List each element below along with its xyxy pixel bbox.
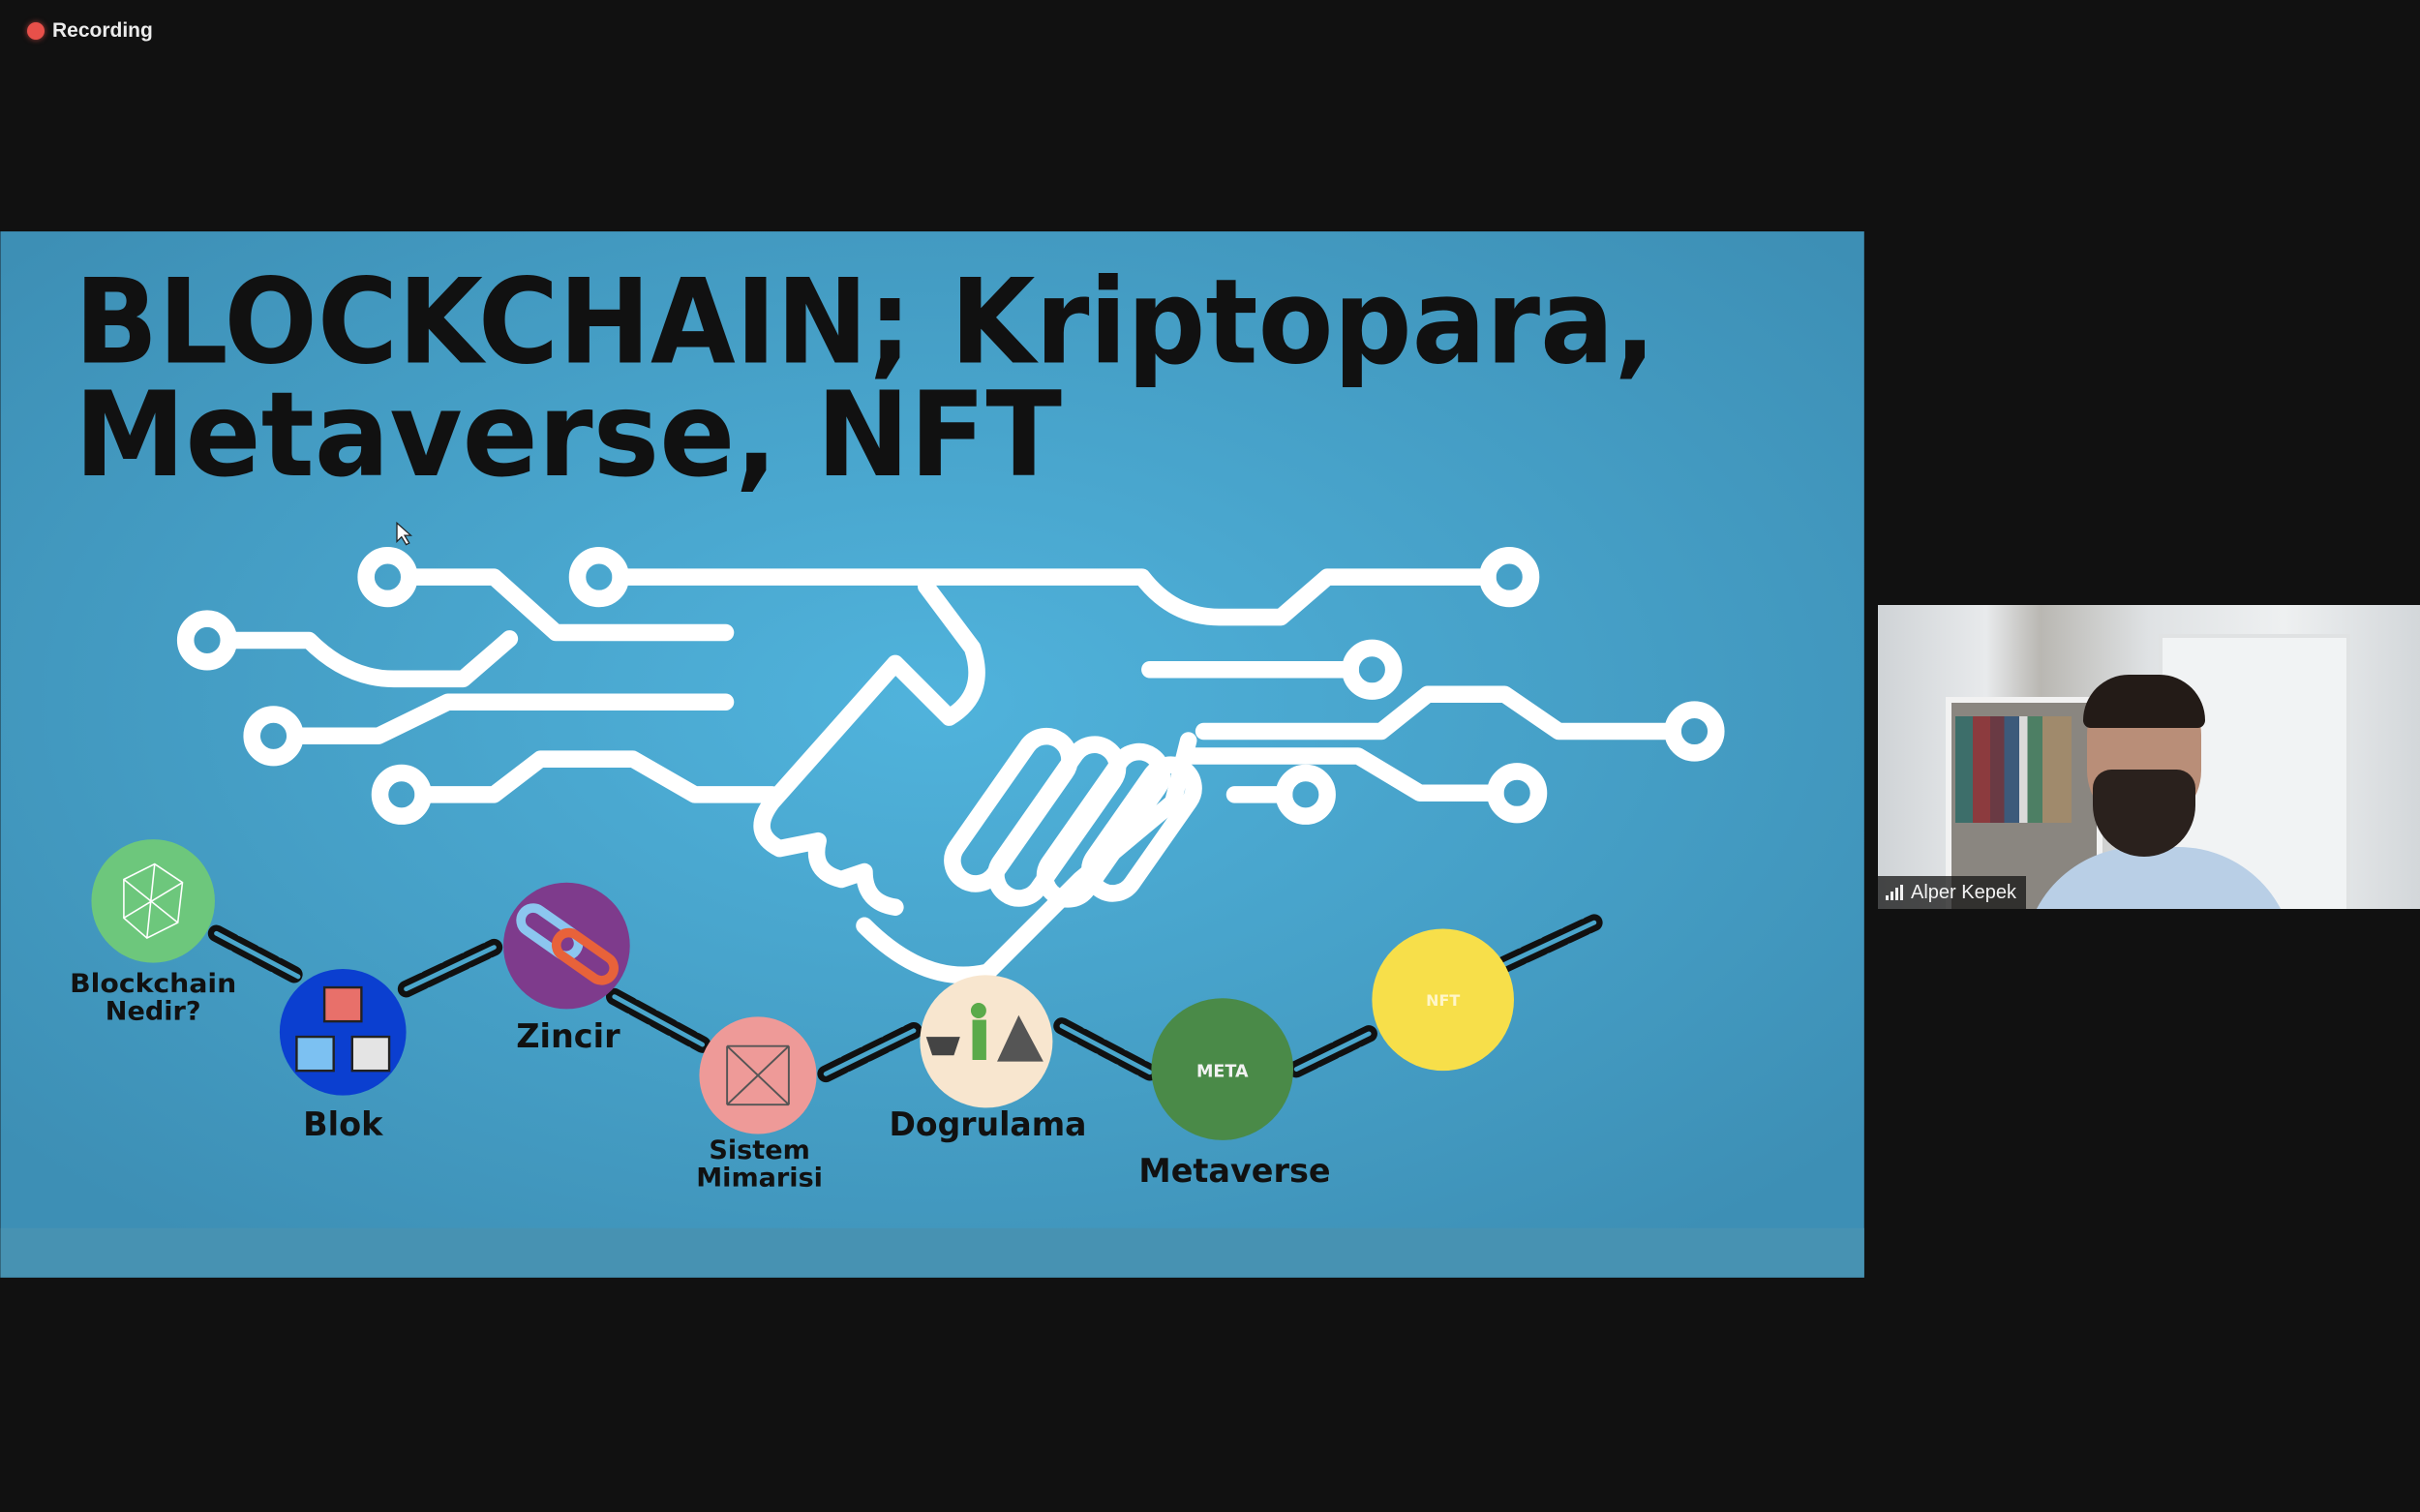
svg-text:Blockchain: Blockchain — [70, 969, 236, 999]
node-metaverse: META Metaverse — [1138, 998, 1331, 1190]
miner-icon — [925, 1003, 1044, 1062]
video-person-beard — [2093, 770, 2195, 857]
participant-name: Alper Kepek — [1911, 881, 2016, 903]
slide-bottom-band — [0, 1227, 1864, 1278]
node-sistem-mimarisi: Sistem Mimarisi — [696, 1016, 823, 1194]
svg-text:Metaverse: Metaverse — [1138, 1152, 1330, 1190]
video-books — [1955, 716, 2072, 823]
node-zincir: Zincir — [503, 882, 630, 1055]
architecture-icon — [726, 1044, 790, 1106]
participant-video-tile[interactable]: Alper Kepek — [1878, 605, 2420, 909]
node-blockchain-nedir: Blockchain Nedir? — [70, 839, 236, 1027]
svg-text:Nedir?: Nedir? — [106, 997, 201, 1027]
video-person-hair — [2083, 675, 2205, 728]
svg-text:NFT: NFT — [1426, 991, 1460, 1010]
node-nft: NFT — [1372, 928, 1514, 1072]
svg-text:Dogrulama: Dogrulama — [889, 1105, 1086, 1143]
slide-title-line1: BLOCKCHAIN; Kriptopara, — [75, 255, 1656, 391]
slide-title-line2: Metaverse, NFT — [75, 367, 1062, 503]
svg-text:Mimarisi: Mimarisi — [696, 1164, 823, 1194]
network-icon — [123, 862, 184, 940]
circuit-handshake-illustration — [176, 547, 1725, 984]
participant-name-label: Alper Kepek — [1878, 876, 2026, 909]
recording-dot-icon — [27, 22, 45, 40]
link-icon — [516, 903, 619, 985]
node-dogrulama: Dogrulama — [889, 975, 1086, 1143]
node-blok: Blok — [279, 968, 407, 1143]
svg-text:Sistem: Sistem — [709, 1135, 809, 1165]
mouse-cursor-icon — [396, 521, 413, 546]
recording-indicator: Recording — [27, 19, 153, 43]
svg-text:Zincir: Zincir — [516, 1017, 620, 1055]
chain-links — [207, 914, 1603, 1083]
cubes-icon — [295, 985, 391, 1073]
svg-text:META: META — [1196, 1063, 1249, 1082]
connection-signal-icon — [1886, 885, 1903, 900]
slide-background — [0, 231, 1864, 1278]
recording-label: Recording — [52, 19, 153, 42]
svg-text:Blok: Blok — [303, 1105, 383, 1143]
